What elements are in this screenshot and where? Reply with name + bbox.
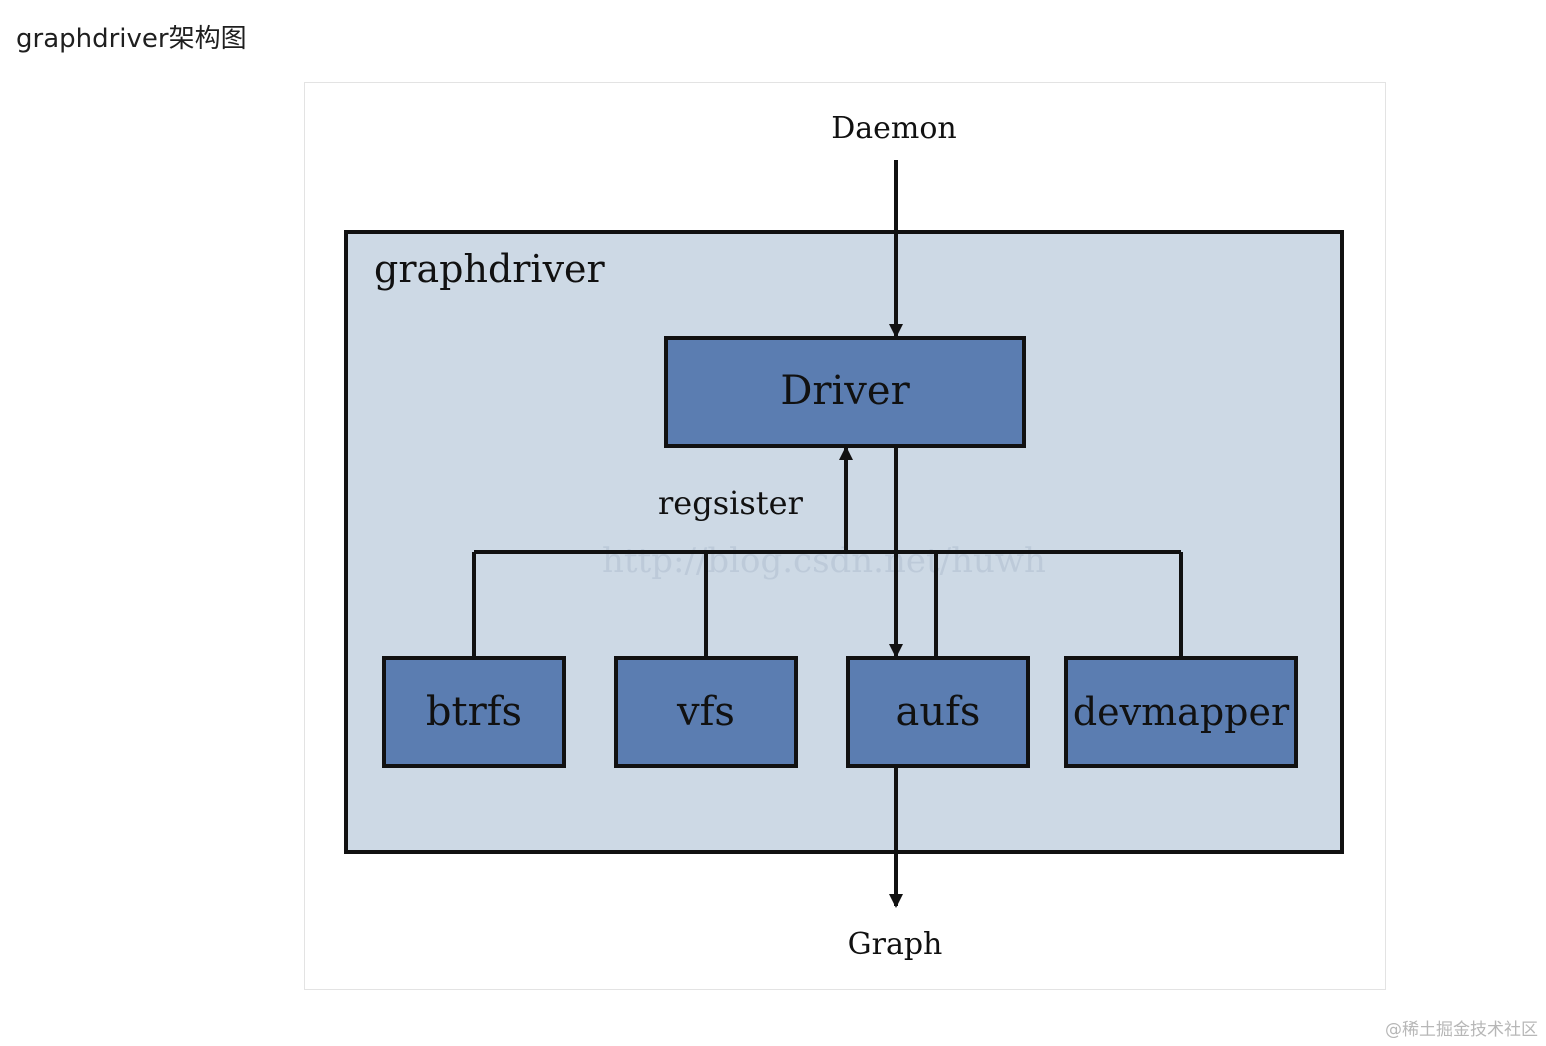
btrfs-box: [382, 656, 566, 768]
vfs-box: [614, 656, 798, 768]
btrfs-label: btrfs: [426, 689, 522, 735]
daemon-label: Daemon: [831, 111, 957, 146]
aufs-box: [846, 656, 1030, 768]
url-watermark: http://blog.csdn.net/huwh: [602, 541, 1046, 581]
graph-label: Graph: [848, 927, 943, 962]
aufs-label: aufs: [896, 689, 981, 735]
graphdriver-architecture-diagram: graphdriver http://blog.csdn.net/huwh Da…: [344, 111, 1344, 962]
vfs-label: vfs: [676, 689, 735, 735]
page-heading: graphdriver架构图: [16, 24, 247, 54]
graphdriver-label: graphdriver: [374, 247, 606, 291]
source-watermark: @稀土掘金技术社区: [1385, 1020, 1538, 1040]
driver-label: Driver: [780, 368, 910, 414]
devmapper-label: devmapper: [1073, 690, 1290, 734]
devmapper-box: [1064, 656, 1298, 768]
register-label: regsister: [658, 484, 804, 522]
